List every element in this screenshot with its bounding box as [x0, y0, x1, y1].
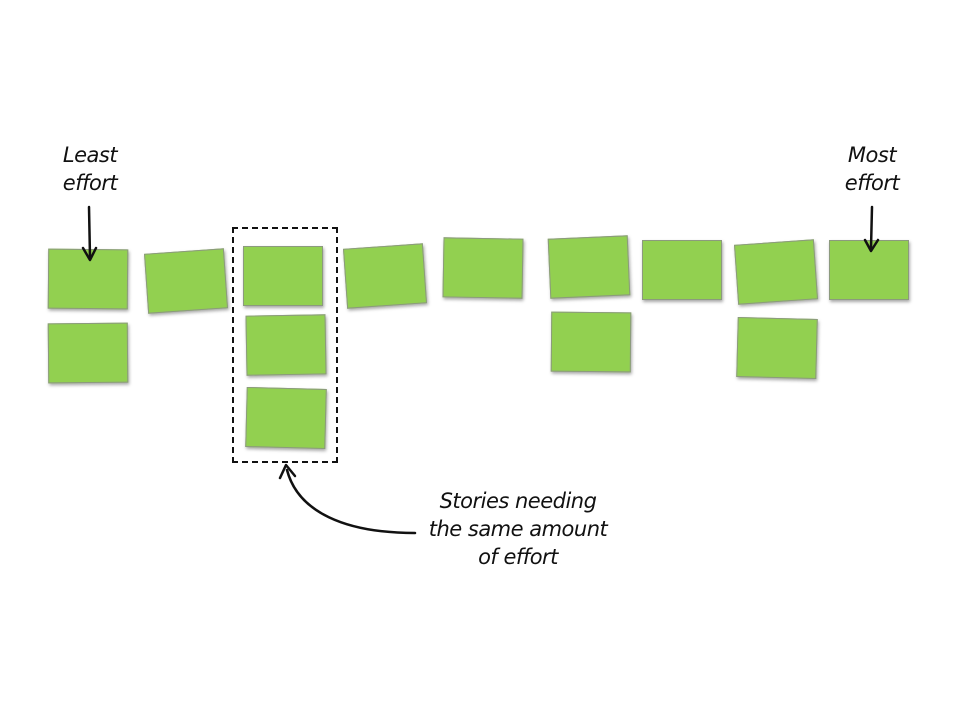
most-effort-arrow-icon — [863, 205, 880, 253]
same-effort-line1: Stories needing — [439, 489, 597, 513]
same-effort-group-box — [232, 227, 338, 463]
most-effort-line2: effort — [844, 171, 900, 195]
story-card — [829, 240, 909, 300]
curved-pointer-arrow-icon — [278, 463, 417, 535]
same-effort-line2: the same amount — [428, 517, 608, 541]
least-effort-arrow-icon — [81, 205, 98, 262]
most-effort-label: Most effort — [822, 141, 922, 197]
story-card — [642, 240, 722, 300]
same-effort-label: Stories needing the same amount of effor… — [418, 487, 618, 571]
least-effort-line2: effort — [62, 171, 118, 195]
most-effort-line1: Most — [847, 143, 897, 167]
least-effort-label: Least effort — [40, 141, 140, 197]
same-effort-line3: of effort — [478, 545, 558, 569]
story-card — [243, 246, 323, 306]
least-effort-line1: Least — [62, 143, 118, 167]
